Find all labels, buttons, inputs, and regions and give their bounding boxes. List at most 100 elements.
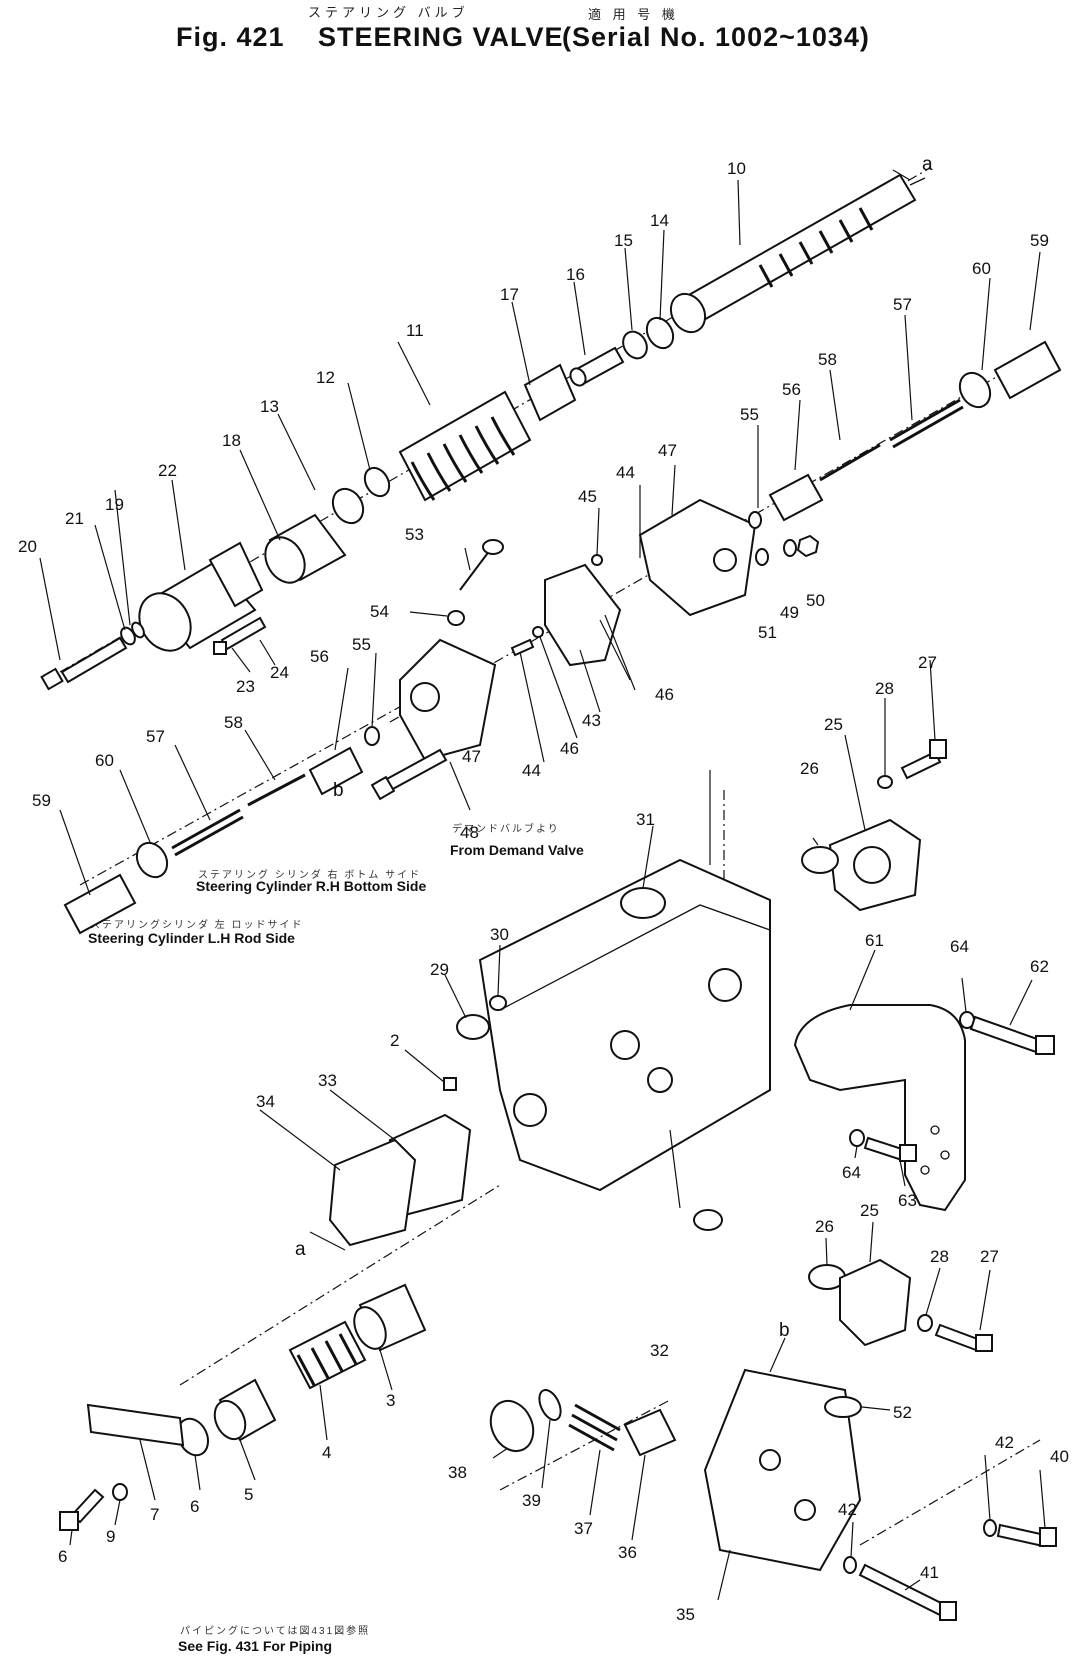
callout-14: 14	[650, 211, 669, 230]
callout-5: 5	[244, 1485, 253, 1504]
ring-part-39	[538, 1389, 562, 1421]
plug-part-2	[443, 1077, 457, 1091]
bolt-part-23	[213, 616, 267, 655]
poppet-part-36	[623, 1408, 677, 1457]
pipe-part-61	[793, 1004, 966, 1212]
callout-58-right: 58	[818, 350, 837, 369]
callout-17: 17	[500, 285, 519, 304]
collar-part-14	[645, 316, 675, 350]
callout-32: 32	[650, 1341, 669, 1360]
bolt-part-20	[40, 636, 128, 691]
callout-49: 49	[780, 603, 799, 622]
callout-40: 40	[1050, 1447, 1069, 1466]
callout-39: 39	[522, 1491, 541, 1510]
seat-part-12	[363, 466, 391, 498]
figure-number: Fig. 421	[176, 22, 285, 52]
callout-54: 54	[370, 602, 389, 621]
ring-part-26-upper	[801, 846, 839, 874]
spool-part-10	[669, 173, 926, 334]
callout-20: 20	[18, 537, 37, 556]
callout-letter-a-top: a	[922, 154, 933, 175]
cover-part-35	[703, 1368, 862, 1572]
check-axis-line	[499, 1399, 671, 1491]
washer-part-46	[532, 626, 544, 638]
callout-13: 13	[260, 397, 279, 416]
piping-note: See Fig. 431 For Piping	[178, 1638, 333, 1654]
callout-2: 2	[390, 1031, 399, 1050]
washer-part-51	[755, 548, 769, 566]
callout-6-ring: 6	[190, 1497, 199, 1516]
callout-44-lower: 44	[522, 761, 541, 780]
ring-part-31	[620, 887, 666, 919]
bolt-part-40	[996, 1523, 1057, 1548]
callout-46-lower: 46	[560, 739, 579, 758]
washer-part-49	[783, 539, 797, 557]
from-demand-note: From Demand Valve	[450, 842, 584, 858]
housing-part-47-lower	[399, 638, 497, 762]
callout-44-upper: 44	[616, 463, 635, 482]
ring-part-30	[489, 995, 507, 1011]
nut-part-60-right	[958, 371, 992, 409]
plug-part-59-left	[63, 873, 137, 935]
callout-4: 4	[322, 1443, 331, 1462]
spool-part-56-right	[768, 473, 824, 522]
callout-26-upper: 26	[800, 759, 819, 778]
callout-38: 38	[448, 1463, 467, 1482]
washer-part-42-left	[843, 1556, 857, 1574]
flange-part-25-upper	[828, 818, 922, 912]
washer-part-42-right	[983, 1519, 997, 1537]
spring-part-57-left	[171, 808, 244, 857]
from-demand-note-jp: デマンドバルブより	[452, 824, 560, 835]
screw-part-44	[510, 638, 535, 657]
callout-59-right: 59	[1030, 231, 1049, 250]
callout-61: 61	[865, 931, 884, 950]
callout-28-lower: 28	[930, 1247, 949, 1266]
callout-30: 30	[490, 925, 509, 944]
callout-7: 7	[150, 1505, 159, 1524]
callout-51: 51	[758, 623, 777, 642]
callout-42-left: 42	[838, 1500, 857, 1519]
pilot-axis-upper	[389, 354, 1036, 723]
sleeve-part-18	[264, 513, 347, 584]
callout-6-bolt: 6	[58, 1547, 67, 1566]
ring-part-55-right	[748, 511, 762, 529]
callout-12: 12	[316, 368, 335, 387]
callout-47-right: 47	[658, 441, 677, 460]
callout-42-right: 42	[995, 1433, 1014, 1452]
callout-64-upper: 64	[950, 937, 969, 956]
leader-lines	[39, 169, 1046, 1601]
callout-55-left: 55	[352, 635, 371, 654]
ring-part-13	[331, 487, 365, 525]
callout-26-lower: 26	[815, 1217, 834, 1236]
callout-57-right: 57	[893, 295, 912, 314]
plate-part-7	[86, 1403, 185, 1447]
piping-note-jp: パイピングについては図431図参照	[180, 1626, 371, 1637]
retainer-part-17	[523, 363, 577, 422]
lh-rod-note: Steering Cylinder L.H Rod Side	[88, 930, 295, 946]
callout-25-upper: 25	[824, 715, 843, 734]
rh-bottom-note: Steering Cylinder R.H Bottom Side	[196, 878, 427, 894]
callout-letter-a-bottom: a	[295, 1239, 306, 1260]
sleeve-part-3	[353, 1283, 427, 1352]
callout-labels: 10 a 11 12 13 14 15 16 17 18 19 20 21 22…	[18, 154, 1069, 1624]
callout-45: 45	[578, 487, 597, 506]
spring-part-37	[568, 1403, 621, 1452]
housing-part-47-upper	[638, 498, 757, 617]
callout-9: 9	[106, 1527, 115, 1546]
callout-11: 11	[406, 321, 424, 340]
callout-22: 22	[158, 461, 177, 480]
callout-23: 23	[236, 677, 255, 696]
nut-part-50	[796, 534, 820, 558]
spring-part-58-right	[819, 443, 881, 482]
bolt-part-48	[370, 748, 448, 801]
callout-36: 36	[618, 1543, 637, 1562]
cover-part-34	[328, 1138, 417, 1247]
callout-33: 33	[318, 1071, 337, 1090]
callout-53: 53	[405, 525, 424, 544]
callout-28-upper: 28	[875, 679, 894, 698]
spring-part-58-left	[247, 773, 306, 807]
bolt-part-41	[858, 1563, 957, 1621]
callout-letter-b-left: b	[333, 780, 344, 801]
